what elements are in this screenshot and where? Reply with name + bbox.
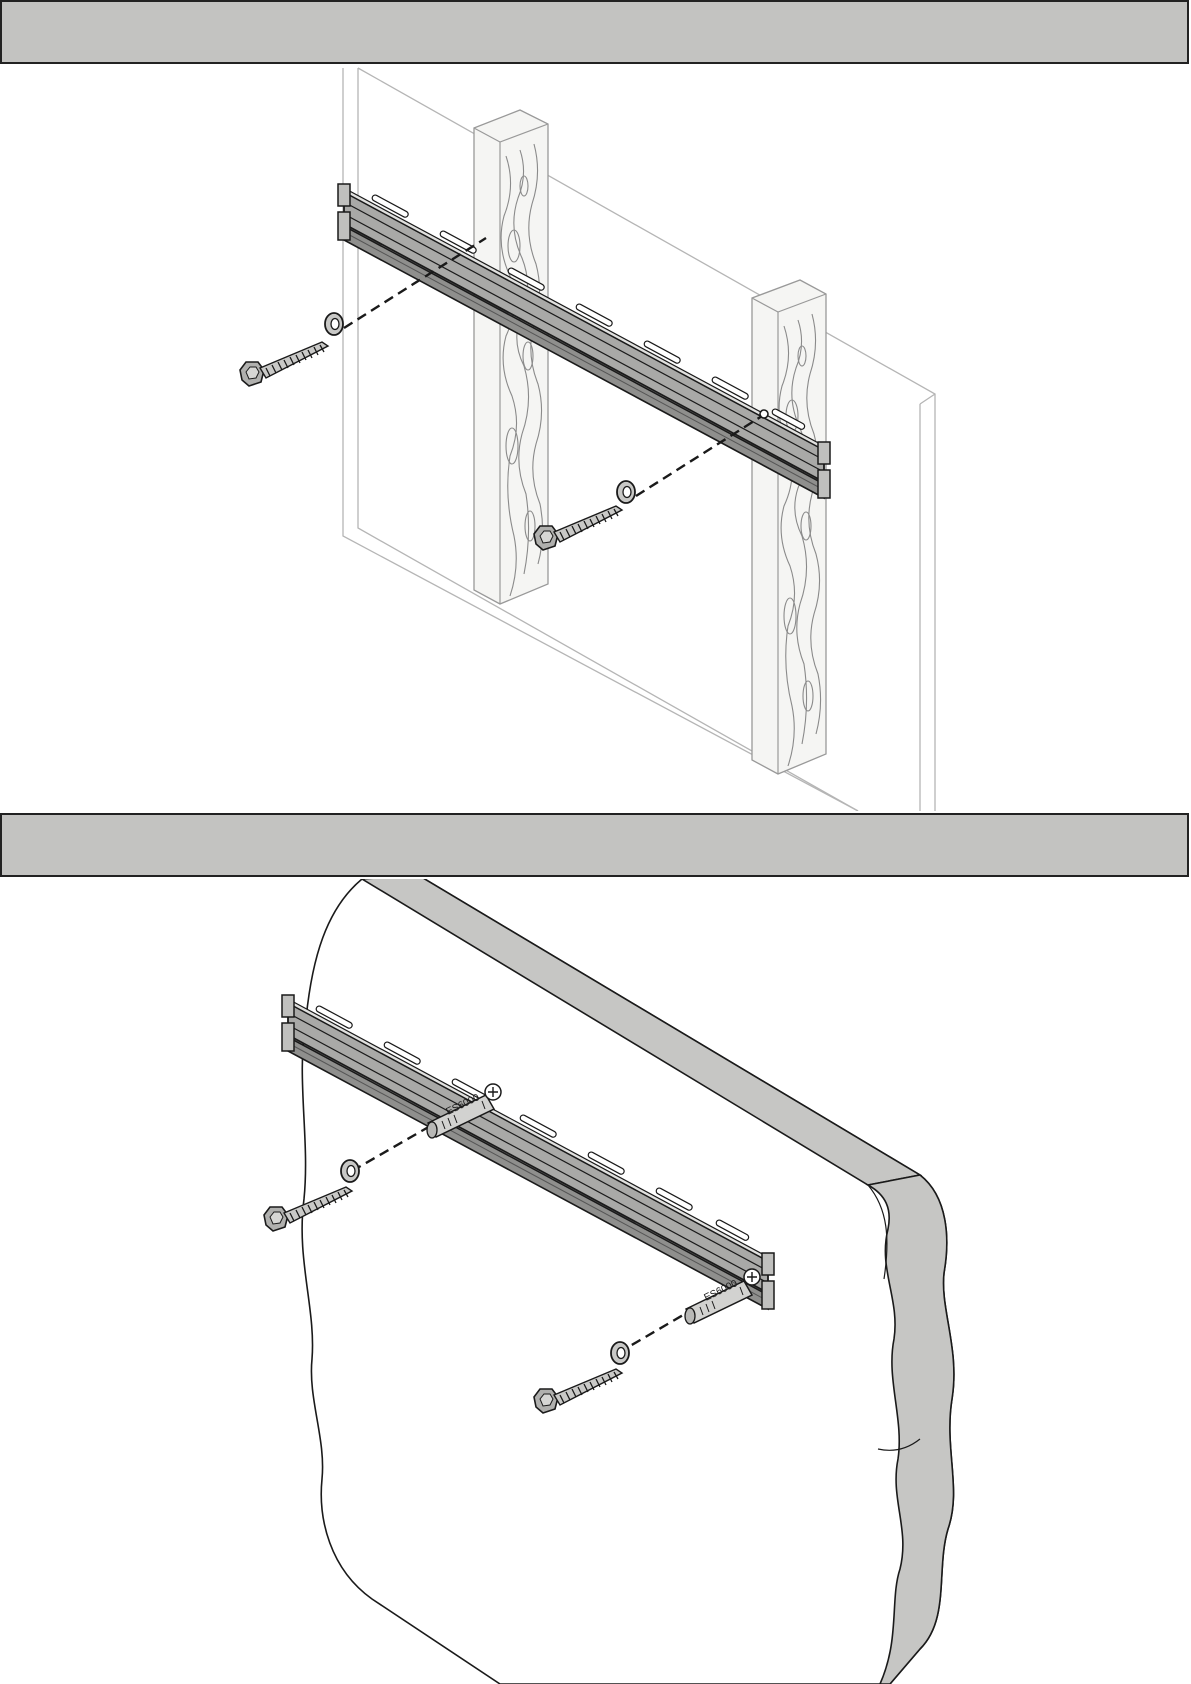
phillips-head-icon — [744, 1269, 760, 1285]
pilot-hole-icon — [760, 410, 768, 418]
washer-icon — [325, 313, 343, 335]
washer-icon — [617, 481, 635, 503]
solid-wall-mounting-diagram: ES6000 ES6000 — [0, 879, 1191, 1684]
wood-stud-mounting-diagram — [0, 66, 1191, 811]
lag-bolt-icon — [240, 342, 328, 386]
solid-wall — [302, 879, 954, 1684]
phillips-head-icon — [485, 1084, 501, 1100]
drywall-panel — [343, 68, 935, 811]
wood-stud-right — [752, 280, 826, 774]
section-header-solid-wall — [0, 813, 1189, 877]
washer-icon — [341, 1160, 359, 1182]
section-header-wood-stud — [0, 0, 1189, 64]
alignment-lines — [344, 238, 762, 496]
washer-icon — [611, 1342, 629, 1364]
